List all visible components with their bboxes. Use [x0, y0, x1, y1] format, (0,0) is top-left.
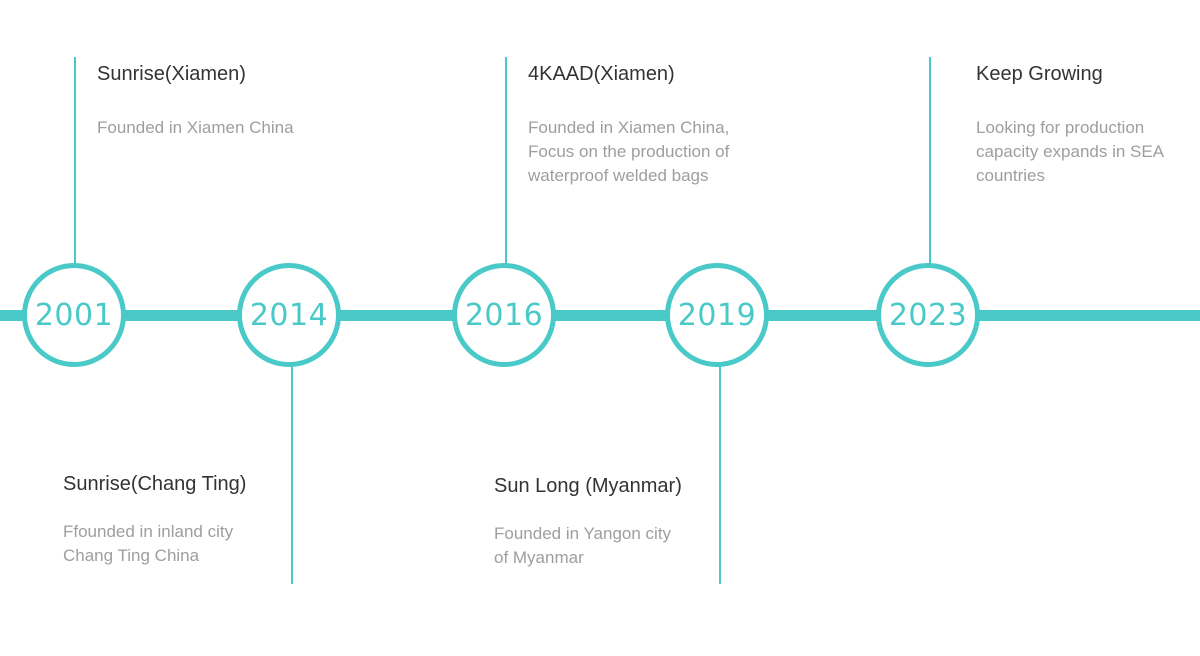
event-2014: Sunrise(Chang Ting) Ffounded in inland c… — [63, 472, 246, 568]
event-description: Ffounded in inland city Chang Ting China — [63, 522, 234, 565]
connector-2001 — [74, 57, 76, 265]
connector-2019 — [719, 366, 721, 584]
year-node-2016: 2016 — [452, 263, 556, 367]
year-label: 2016 — [464, 297, 544, 333]
event-title: Keep Growing — [976, 63, 1103, 85]
year-label: 2019 — [677, 297, 757, 333]
year-label: 2001 — [34, 297, 114, 333]
event-2019: Sun Long (Myanmar) Founded in Yangon cit… — [494, 474, 682, 570]
connector-2023 — [929, 57, 931, 265]
event-title: Sun Long (Myanmar) — [494, 475, 682, 497]
event-title: 4KAAD(Xiamen) — [528, 63, 675, 85]
event-description: Looking for production capacity expands … — [976, 118, 1165, 185]
event-description: Founded in Yangon city of Myanmar — [494, 524, 672, 567]
year-node-2014: 2014 — [237, 263, 341, 367]
event-2023: Keep Growing Looking for production capa… — [976, 62, 1164, 188]
year-node-2001: 2001 — [22, 263, 126, 367]
event-2001: Sunrise(Xiamen) Founded in Xiamen China — [97, 62, 294, 140]
connector-2016 — [505, 57, 507, 265]
connector-2014 — [291, 366, 293, 584]
year-label: 2014 — [249, 297, 329, 333]
year-node-2019: 2019 — [665, 263, 769, 367]
event-2016: 4KAAD(Xiamen) Founded in Xiamen China, F… — [528, 62, 729, 188]
event-description: Founded in Xiamen China — [97, 118, 294, 137]
year-node-2023: 2023 — [876, 263, 980, 367]
event-title: Sunrise(Xiamen) — [97, 63, 246, 85]
year-label: 2023 — [888, 297, 968, 333]
event-description: Founded in Xiamen China, Focus on the pr… — [528, 118, 730, 185]
event-title: Sunrise(Chang Ting) — [63, 473, 247, 495]
timeline-bar — [0, 310, 1200, 321]
